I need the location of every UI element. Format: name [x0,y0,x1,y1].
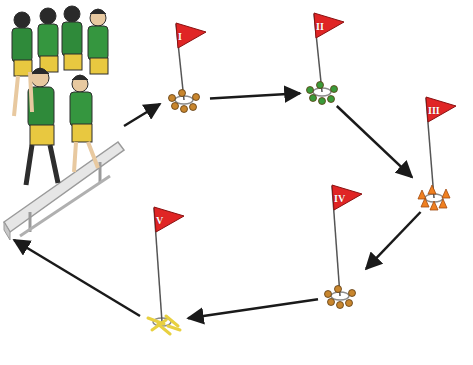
flag-symbol [140,202,188,336]
route-arrow [188,299,318,318]
return-arrow [14,240,140,316]
route-arrow [337,106,412,177]
drill-station: II [300,8,348,106]
station-number: IV [334,193,345,205]
drill-station: III [412,92,460,212]
start-arrow [124,104,160,126]
station-number: V [156,215,163,227]
route-arrow [210,93,300,98]
drill-station: I [162,18,210,114]
players [12,6,108,185]
station-number: III [428,105,440,117]
drill-station: IV [318,180,366,310]
flag-symbol [300,8,348,106]
route-arrow [366,212,421,269]
station-number: II [316,21,324,33]
flag-symbol [162,18,210,114]
drill-station: V [140,202,188,336]
bench [4,142,124,240]
station-number: I [178,31,182,43]
